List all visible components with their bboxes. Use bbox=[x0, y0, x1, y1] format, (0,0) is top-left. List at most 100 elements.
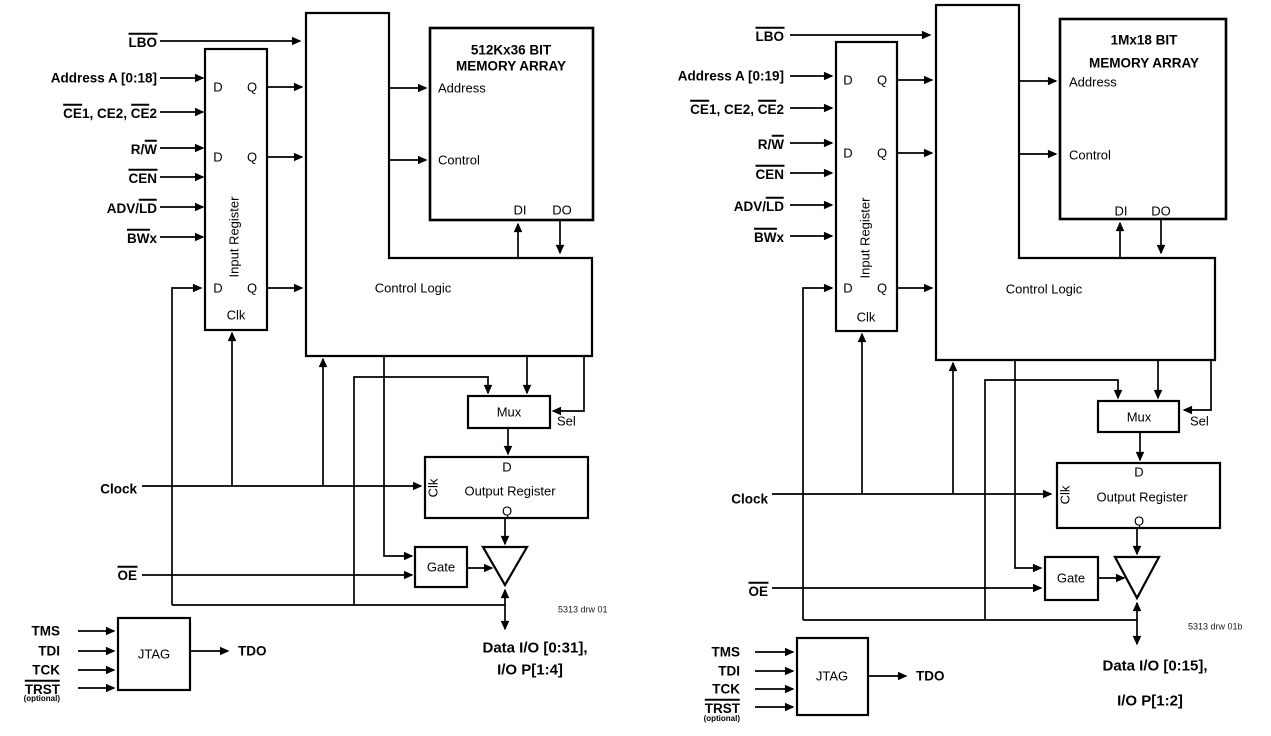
left-mux-box bbox=[466, 394, 552, 430]
left-outreg-clk: Clk bbox=[425, 478, 441, 498]
left-mux-label: Mux bbox=[496, 404, 522, 420]
left-d1: D bbox=[213, 79, 223, 95]
left-jtag-label: JTAG bbox=[137, 646, 171, 662]
right-mux-label: Mux bbox=[1126, 409, 1152, 425]
left-output-buffer-triangle bbox=[481, 545, 529, 588]
right-output-register-label: Output Register bbox=[1096, 489, 1188, 505]
left-outreg-d: D bbox=[502, 459, 512, 475]
left-outreg-q: Q bbox=[501, 503, 513, 519]
left-signal-adv-ld: ADV/LD bbox=[106, 198, 157, 216]
left-drawing-id: 5313 drw 01 bbox=[558, 604, 608, 615]
right-memory-di: DI bbox=[1114, 203, 1128, 219]
right-gate-label: Gate bbox=[1056, 570, 1086, 586]
left-memory-array-box bbox=[428, 26, 595, 222]
right-drawing-id: 5313 drw 01b bbox=[1188, 621, 1243, 632]
right-signal-clock: Clock bbox=[731, 491, 768, 507]
right-memory-array-box bbox=[1058, 17, 1228, 221]
left-signal-trst: TRST bbox=[24, 679, 60, 697]
left-memory-di: DI bbox=[513, 202, 527, 218]
right-signal-tdo: TDO bbox=[916, 668, 945, 684]
left-input-register-label: Input Register bbox=[226, 196, 242, 278]
right-jtag-box bbox=[795, 636, 870, 717]
right-gate-box bbox=[1043, 555, 1100, 602]
left-diagram-wires bbox=[78, 36, 585, 693]
lbo-label: LBO bbox=[128, 32, 157, 50]
right-control-logic-label: Control Logic bbox=[1005, 281, 1083, 297]
left-signal-tck: TCK bbox=[32, 662, 60, 678]
right-sel-label: Sel bbox=[1190, 413, 1209, 429]
right-memory-title-1: 1Mx18 BIT bbox=[1110, 32, 1178, 48]
right-signal-adv-ld: ADV/LD bbox=[733, 196, 784, 214]
right-d1: D bbox=[843, 72, 853, 88]
right-io-label-2: I/O P[1:2] bbox=[1117, 692, 1183, 710]
right-outreg-q: Q bbox=[1133, 513, 1145, 529]
left-signal-oe: OE bbox=[117, 565, 137, 583]
right-memory-address: Address bbox=[1069, 74, 1117, 90]
right-signal-tck: TCK bbox=[712, 681, 740, 697]
right-q2: Q bbox=[876, 145, 888, 161]
right-memory-do: DO bbox=[1151, 203, 1171, 219]
right-mux-box bbox=[1096, 399, 1181, 434]
address-bus-label: Address A [0:18] bbox=[50, 70, 157, 86]
right-output-register-box bbox=[1055, 461, 1222, 530]
left-control-logic-label: Control Logic bbox=[374, 280, 452, 296]
right-q3: Q bbox=[876, 280, 888, 296]
right-signal-cen: CEN bbox=[755, 164, 784, 182]
right-output-buffer-triangle bbox=[1113, 555, 1161, 601]
left-output-register-box bbox=[423, 455, 590, 520]
left-d3: D bbox=[213, 280, 223, 296]
right-input-register-label: Input Register bbox=[857, 197, 873, 279]
left-signal-tms: TMS bbox=[31, 623, 61, 639]
left-io-label-1: Data I/O [0:31], bbox=[482, 639, 588, 657]
left-signal-tdi: TDI bbox=[38, 643, 60, 659]
left-signal-rw: R/W bbox=[130, 139, 157, 157]
left-memory-title-1: 512Kx36 BIT bbox=[470, 42, 552, 58]
right-diagram-boxes bbox=[795, 3, 1228, 717]
left-output-register-label: Output Register bbox=[464, 483, 556, 499]
left-signal-lbo: LBO bbox=[128, 32, 157, 50]
right-signal-address: Address A [0:19] bbox=[677, 68, 784, 84]
right-input-register-clk: Clk bbox=[856, 309, 876, 325]
left-io-label-2: I/O P[1:4] bbox=[497, 661, 563, 679]
left-input-register-box bbox=[203, 47, 269, 332]
right-control-logic-box bbox=[934, 3, 1217, 362]
left-memory-title-2: MEMORY ARRAY bbox=[455, 58, 567, 74]
left-signal-bwx: BWx bbox=[126, 228, 157, 246]
left-signal-ce: CE1, CE2, CE2 bbox=[63, 103, 157, 121]
right-signal-tms: TMS bbox=[711, 644, 741, 660]
right-input-register-box bbox=[834, 40, 899, 333]
right-signal-bwx: BWx bbox=[753, 227, 784, 245]
right-signal-rw: R/W bbox=[757, 134, 784, 152]
right-signal-tdi: TDI bbox=[718, 663, 740, 679]
left-q2: Q bbox=[246, 149, 258, 165]
right-d3: D bbox=[843, 280, 853, 296]
left-jtag-box bbox=[116, 616, 192, 692]
left-memory-do: DO bbox=[552, 202, 572, 218]
left-d2: D bbox=[213, 149, 223, 165]
left-gate-box bbox=[413, 545, 469, 589]
right-q1: Q bbox=[876, 72, 888, 88]
left-q3: Q bbox=[246, 280, 258, 296]
right-jtag-label: JTAG bbox=[815, 668, 849, 684]
left-sel-label: Sel bbox=[557, 413, 576, 429]
right-outreg-d: D bbox=[1134, 464, 1144, 480]
right-io-label-1: Data I/O [0:15], bbox=[1102, 657, 1208, 675]
left-signal-trst-optional: (optional) bbox=[23, 694, 60, 703]
right-memory-control: Control bbox=[1069, 147, 1111, 163]
right-diagram-wires bbox=[755, 30, 1212, 712]
left-gate-label: Gate bbox=[426, 559, 456, 575]
right-outreg-clk: Clk bbox=[1057, 485, 1073, 505]
right-memory-title-2: MEMORY ARRAY bbox=[1088, 55, 1200, 71]
right-d2: D bbox=[843, 145, 853, 161]
left-control-logic-box bbox=[304, 11, 594, 358]
right-signal-ce: CE1, CE2, CE2 bbox=[690, 99, 784, 117]
left-signal-address: Address A [0:18] bbox=[51, 71, 157, 85]
right-signal-oe: OE bbox=[748, 581, 768, 599]
left-diagram-boxes bbox=[116, 11, 595, 692]
left-memory-address: Address bbox=[438, 80, 486, 96]
left-signal-tdo: TDO bbox=[238, 643, 267, 659]
left-input-register-clk: Clk bbox=[226, 307, 246, 323]
left-q1: Q bbox=[246, 79, 258, 95]
